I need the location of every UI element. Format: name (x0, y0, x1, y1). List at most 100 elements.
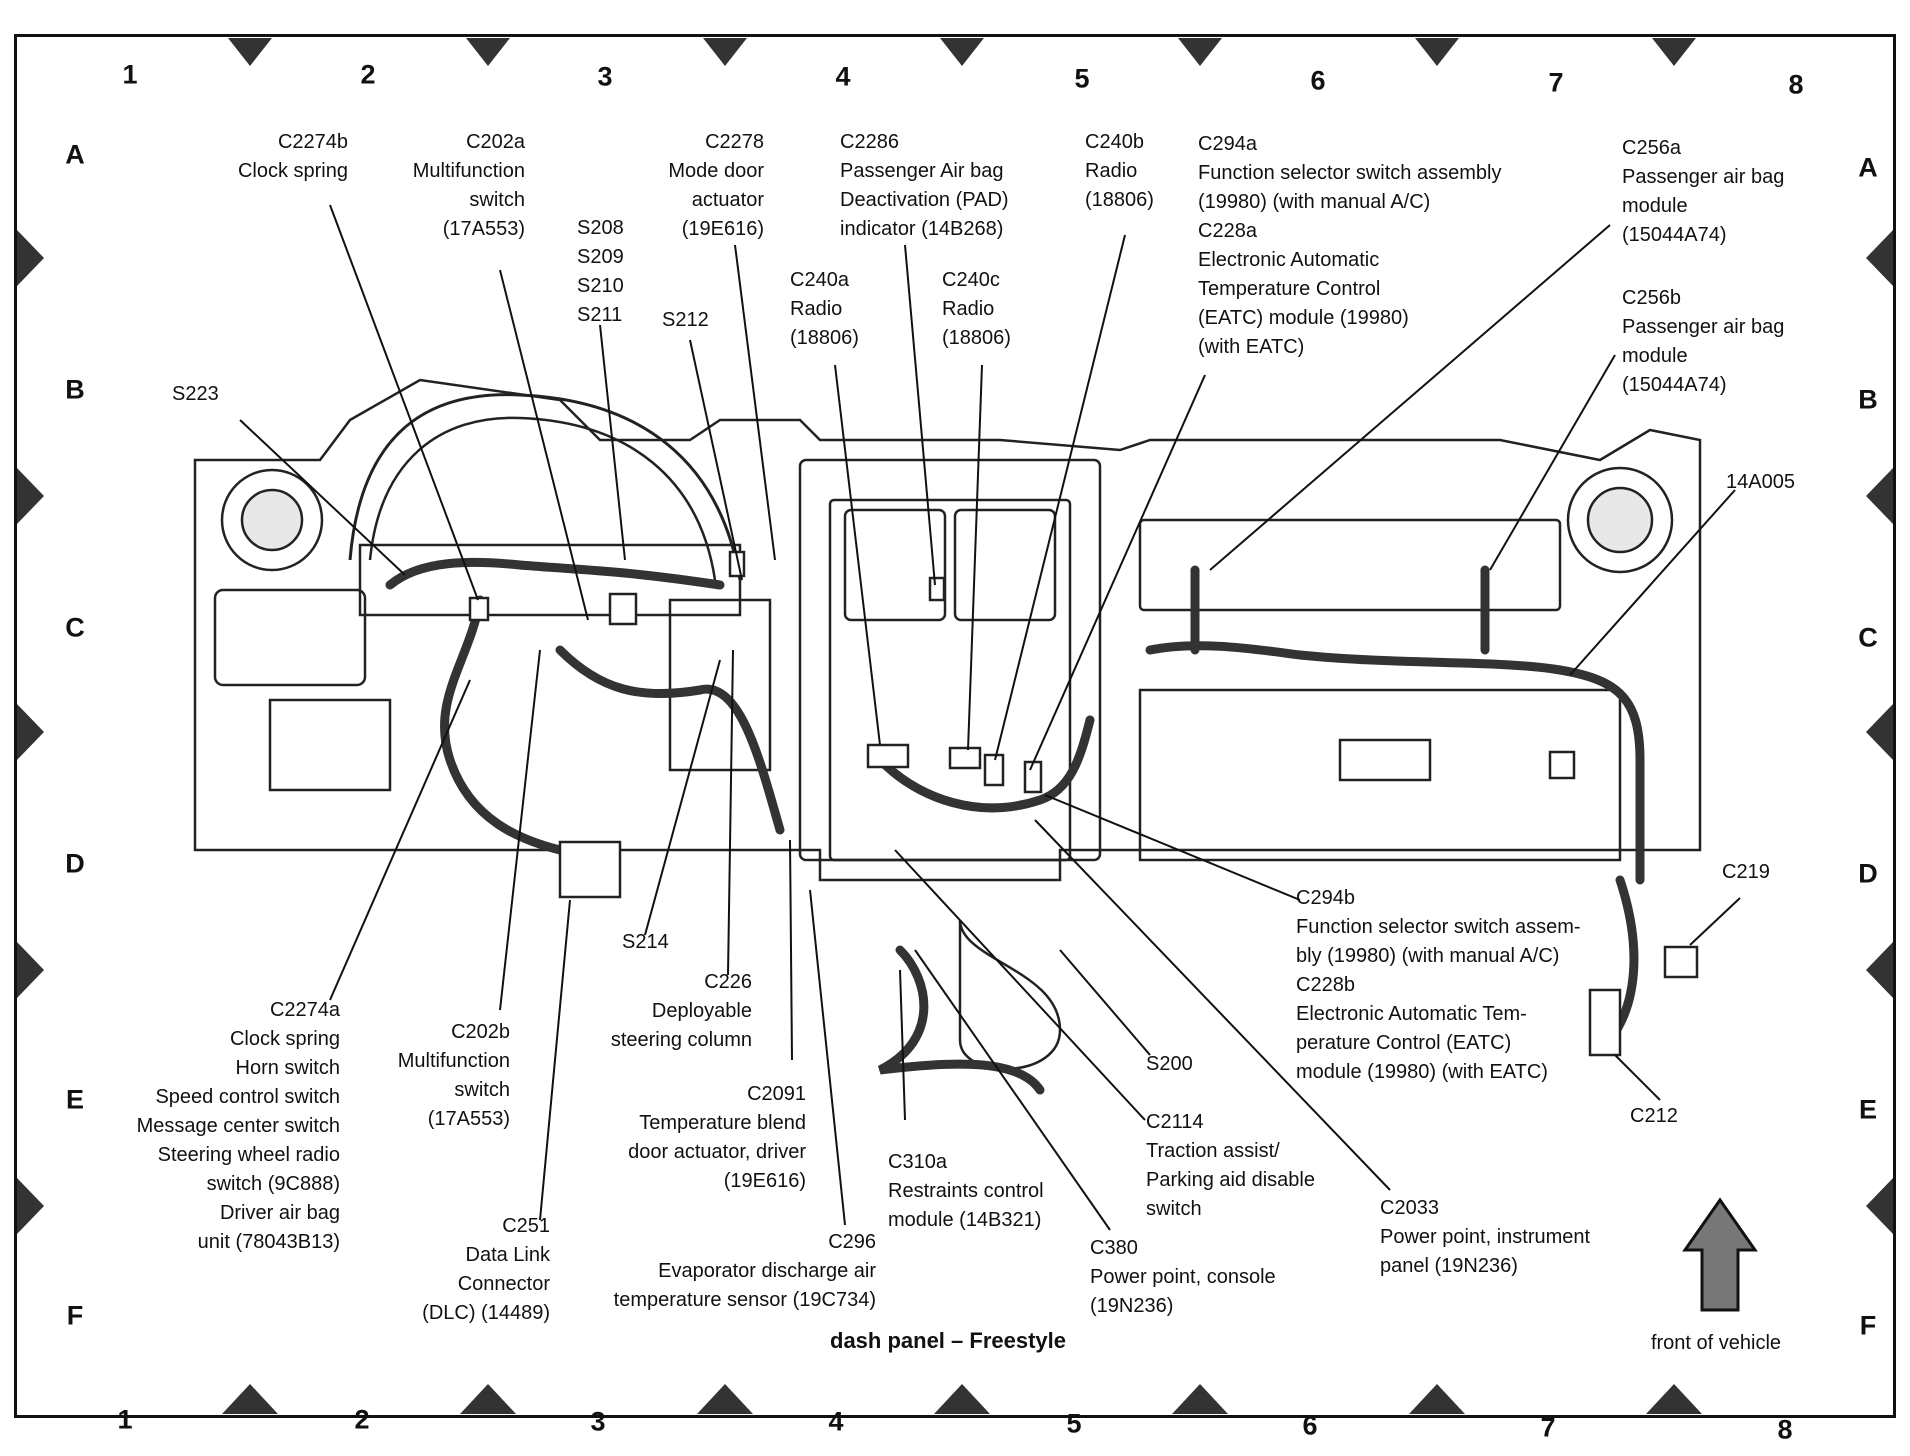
grid-marker-bottom-3 (697, 1384, 753, 1414)
connector-14a005 (1548, 750, 1576, 780)
right-vent-inner (1586, 486, 1654, 554)
callout-line: S214 (622, 931, 669, 953)
connector-radio-c (948, 746, 982, 770)
callout-s223: S223 (172, 380, 219, 409)
callout-line: (18806) (790, 327, 859, 349)
callout-line: perature Control (EATC) (1296, 1032, 1512, 1054)
harness-stack (875, 715, 1095, 813)
callout-line: (15044A74) (1622, 224, 1727, 246)
callout-line: S209 (577, 246, 624, 268)
grid-row-right-D: D (1858, 858, 1878, 889)
leader-line (1489, 354, 1616, 571)
callout-line: C256b (1622, 287, 1681, 309)
connector-radio-a (866, 743, 910, 769)
grid-marker-top-2 (466, 38, 510, 66)
callout-line: (19E616) (723, 1170, 806, 1192)
leader-line (239, 419, 406, 576)
leader-line (899, 969, 906, 1121)
callout-c212: C212 (1630, 1102, 1678, 1131)
leader-line (539, 899, 571, 1221)
left-lower-bracket (268, 698, 392, 792)
callout-line: Multifunction (412, 160, 525, 182)
grid-col-bottom-8: 8 (1777, 1414, 1793, 1445)
callout-line: Mode door (668, 160, 764, 182)
left-vent-inner (240, 488, 304, 552)
connector-radio-b (983, 753, 1005, 787)
leader-line (809, 889, 846, 1226)
callout-s214: S214 (622, 928, 669, 957)
leader-line (967, 364, 983, 751)
callout-leader-lines (239, 204, 1741, 1231)
callout-line: S210 (577, 275, 624, 297)
callout-line: C228a (1198, 220, 1257, 242)
leader-line (1614, 1054, 1661, 1101)
callout-line: (17A553) (427, 1108, 510, 1130)
callout-line: (19N236) (1090, 1295, 1174, 1317)
callout-line: Radio (1085, 160, 1138, 182)
callout-line: C240a (790, 269, 849, 291)
callout-line: unit (78043B13) (197, 1231, 340, 1253)
callout-line: (18806) (942, 327, 1011, 349)
leader-line (727, 649, 734, 976)
grid-col-top-8: 8 (1788, 69, 1804, 100)
callout-line: C228b (1296, 974, 1355, 996)
callout-line: Steering wheel radio (157, 1144, 340, 1166)
callout-c219: C219 (1722, 858, 1770, 887)
wiring-harness (385, 557, 1645, 1095)
grid-row-left-D: D (65, 848, 85, 879)
front-of-vehicle-label: front of vehicle (1650, 1332, 1782, 1354)
grid-marker-top-3 (703, 38, 747, 66)
callout-line: module (1622, 195, 1688, 217)
callout-line: Speed control switch (155, 1086, 340, 1108)
callout-s212: S212 (662, 306, 709, 335)
harness-upper-left (385, 557, 725, 590)
grid-col-top-7: 7 (1548, 67, 1564, 98)
leader-line (1034, 819, 1391, 1191)
grid-row-left-C: C (65, 612, 85, 643)
diagram-caption: dash panel – Freestyle (830, 1328, 1066, 1353)
callout-line: Passenger air bag (1622, 166, 1785, 188)
callout-line: C2091 (747, 1083, 806, 1105)
callout-line: module (1622, 345, 1688, 367)
callout-line: C240b (1085, 131, 1144, 153)
callout-line: C2278 (705, 131, 764, 153)
callout-line: C310a (888, 1151, 947, 1173)
grid-col-top-1: 1 (122, 59, 138, 90)
glovebox-latch (1338, 738, 1432, 782)
callout-line: C240c (942, 269, 1000, 291)
leader-line (1689, 897, 1741, 946)
grid-marker-bottom-4 (934, 1384, 990, 1414)
harness-center (555, 645, 785, 835)
callout-line: Clock spring (237, 160, 348, 182)
callout-line: S223 (172, 383, 219, 405)
callout-line: C226 (704, 971, 752, 993)
steering-column-bracket (668, 598, 772, 772)
grid-col-bottom-3: 3 (590, 1406, 606, 1437)
grid-col-top-6: 6 (1310, 65, 1326, 96)
grid-marker-bottom-2 (460, 1384, 516, 1414)
callout-line: C202a (466, 131, 525, 153)
callout-line: Clock spring (229, 1028, 340, 1050)
leader-line (1059, 949, 1151, 1056)
callout-line: steering column (610, 1029, 752, 1051)
callout-14a005: 14A005 (1726, 468, 1795, 497)
callout-line: S200 (1146, 1053, 1193, 1075)
right-vent-outer (1566, 466, 1674, 574)
grid-col-top-3: 3 (597, 61, 613, 92)
grid-col-bottom-1: 1 (117, 1404, 133, 1435)
callout-line: Connector (457, 1273, 550, 1295)
